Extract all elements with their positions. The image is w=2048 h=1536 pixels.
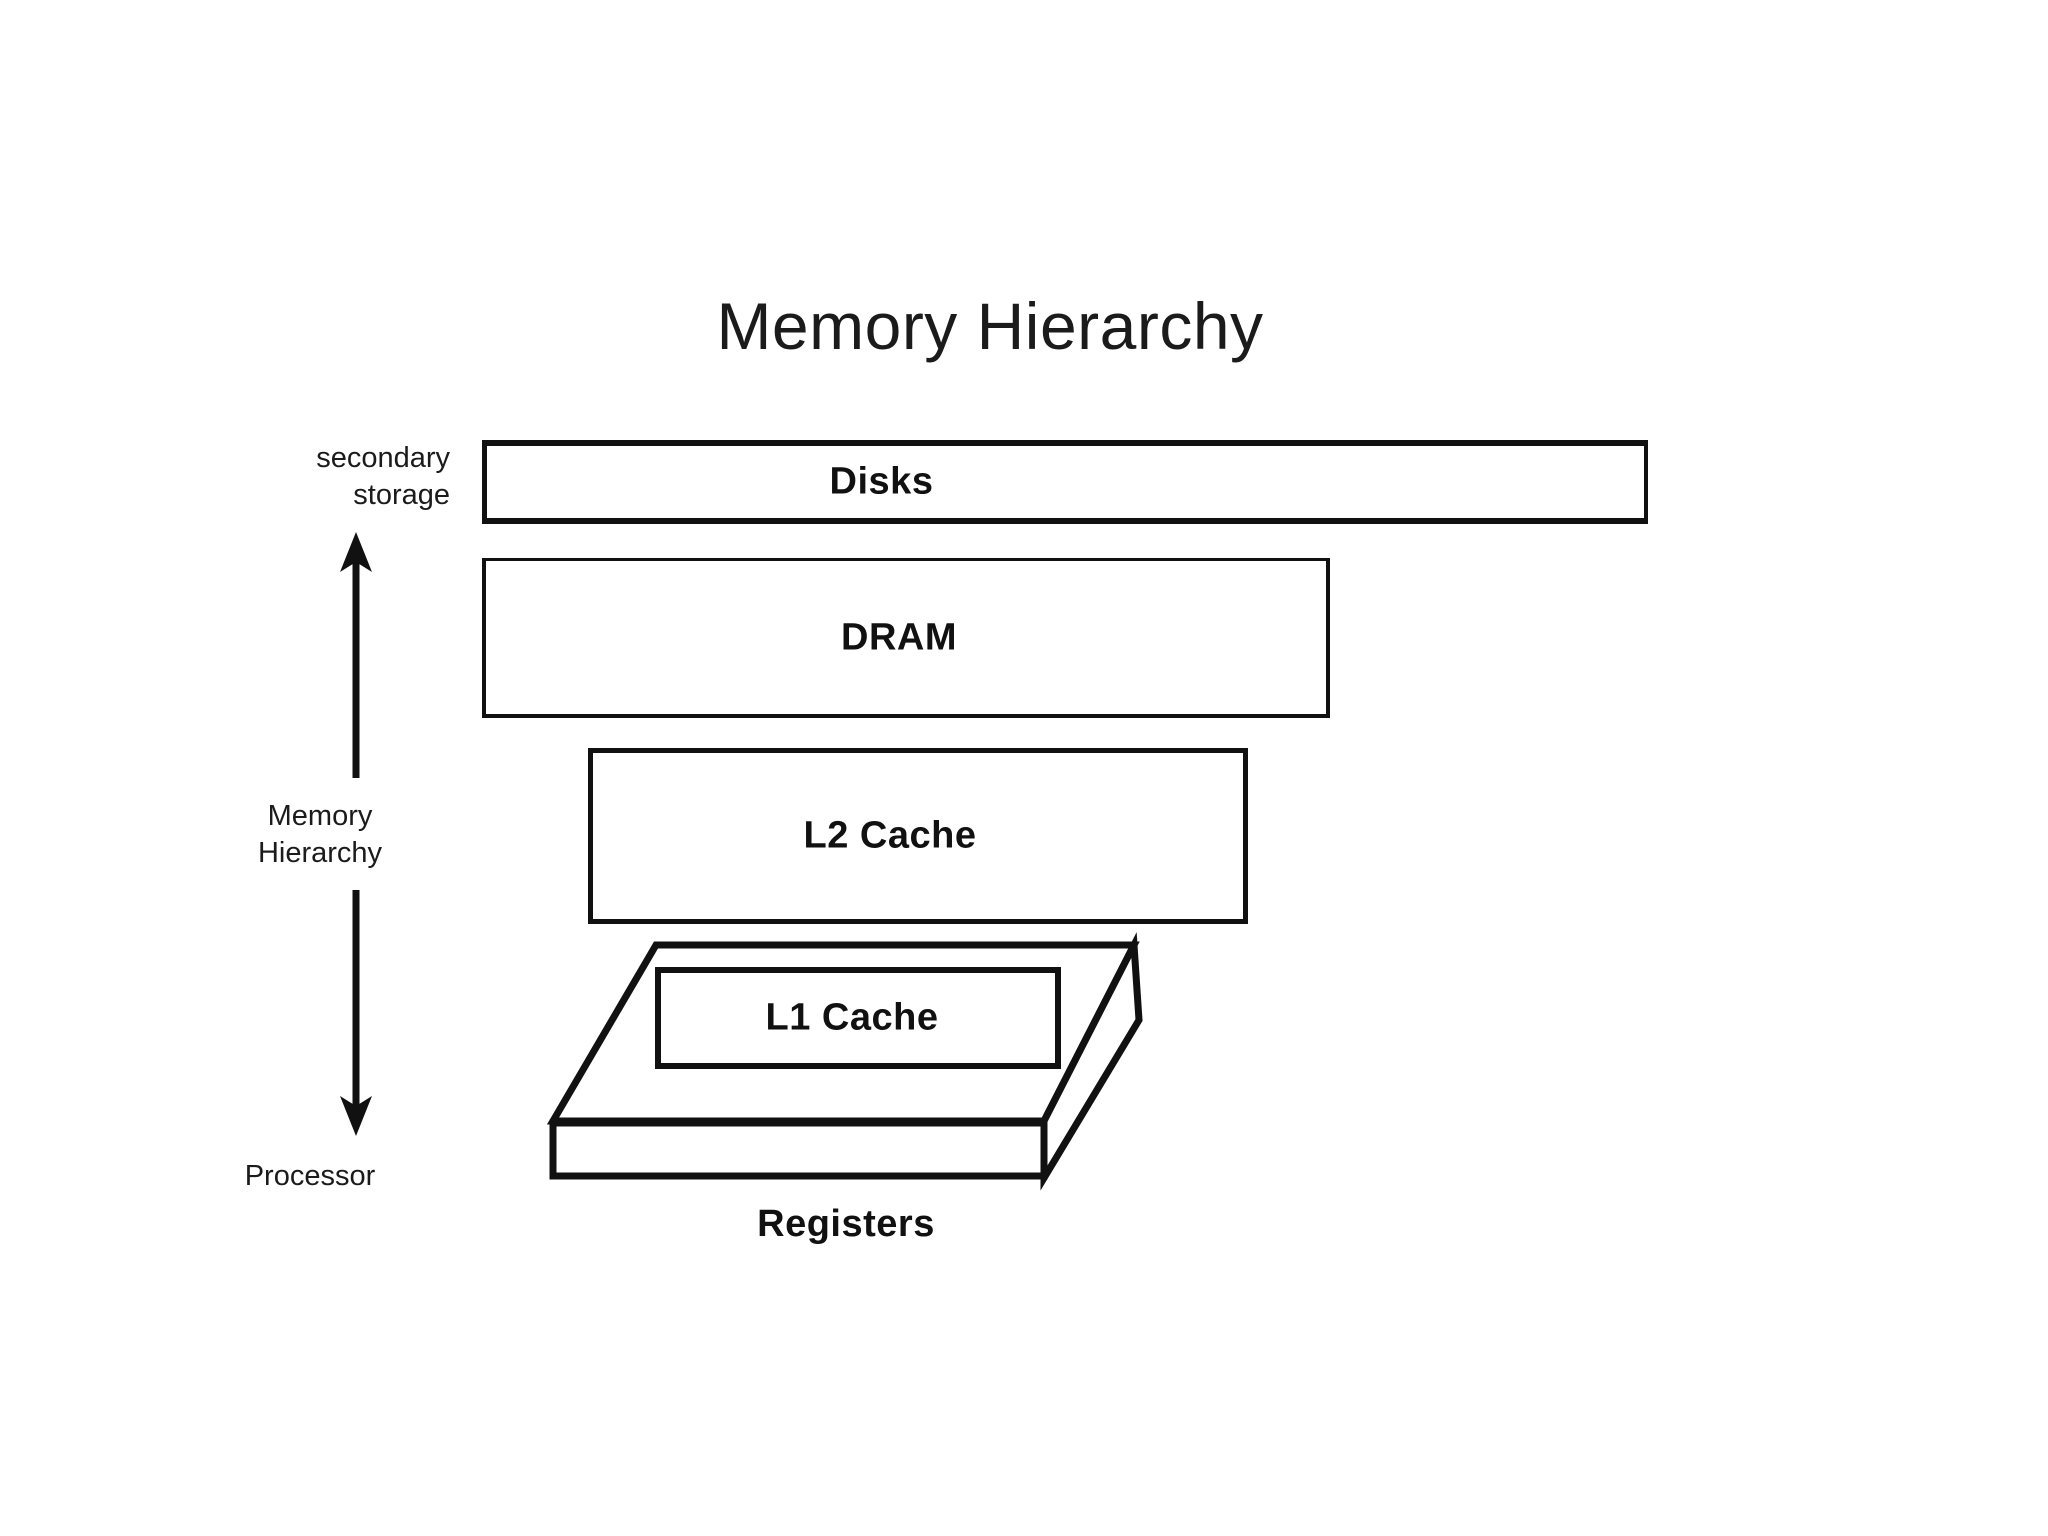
level-label-registers: Registers bbox=[757, 1203, 935, 1245]
label-memory-hierarchy-line1: Memory bbox=[267, 800, 373, 832]
up-arrow-icon bbox=[340, 532, 372, 778]
level-label-disks: Disks bbox=[829, 460, 934, 503]
level-label-l2-cache: L2 Cache bbox=[803, 814, 977, 857]
label-memory-hierarchy: Memory Hierarchy bbox=[190, 798, 450, 872]
registers-front-face bbox=[549, 1119, 1048, 1180]
level-box-l2-cache[interactable]: L2 Cache bbox=[588, 748, 1248, 924]
label-processor: Processor bbox=[244, 1160, 376, 1192]
label-secondary-storage-line1: secondary bbox=[316, 442, 450, 474]
registers-3d-block[interactable]: L1 Cache Registers bbox=[520, 925, 1200, 1245]
level-label-l1-cache: L1 Cache bbox=[765, 996, 939, 1039]
down-arrow-icon bbox=[340, 890, 372, 1136]
label-secondary-storage-line2: storage bbox=[353, 479, 450, 512]
level-box-l1-cache[interactable]: L1 Cache bbox=[655, 967, 1061, 1069]
label-secondary-storage: secondary storage bbox=[190, 440, 450, 514]
level-label-dram: DRAM bbox=[841, 616, 957, 658]
page-title-text: Memory Hierarchy bbox=[716, 289, 1264, 363]
level-box-dram[interactable]: DRAM bbox=[482, 558, 1330, 718]
page-title: Memory Hierarchy bbox=[0, 288, 2048, 364]
level-box-disks[interactable]: Disks bbox=[482, 440, 1648, 524]
label-memory-hierarchy-line2: Hierarchy bbox=[257, 837, 383, 870]
